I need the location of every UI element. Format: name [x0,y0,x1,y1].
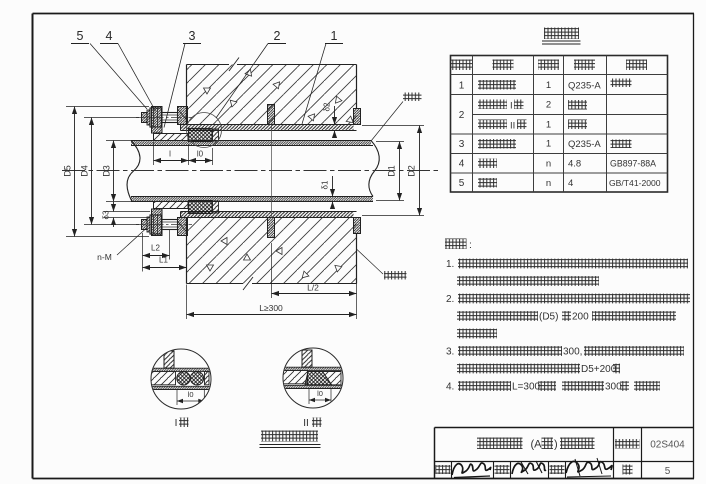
svg-text:1: 1 [546,120,551,131]
svg-text:5: 5 [77,29,84,43]
svg-text:n-M: n-M [97,252,112,262]
svg-text:): ) [554,439,558,451]
svg-text:1: 1 [546,80,551,91]
svg-text:δ1: δ1 [321,180,330,189]
svg-text:(D5): (D5) [539,312,558,323]
svg-text:4.: 4. [446,382,454,393]
svg-text:300: 300 [605,382,622,393]
svg-text:δ2: δ2 [323,102,332,111]
svg-text:Q235-A: Q235-A [568,81,601,92]
svg-text:D2: D2 [407,165,417,177]
svg-text:L≥300: L≥300 [259,303,283,313]
svg-text:l: l [169,150,171,159]
svg-text:2: 2 [546,100,551,111]
svg-text:D1: D1 [387,165,397,177]
svg-text:Q235-A: Q235-A [568,139,601,150]
svg-text:D4: D4 [80,165,90,177]
svg-text:02S404: 02S404 [650,440,685,451]
svg-text:300,: 300, [563,347,582,358]
svg-text:5: 5 [665,466,671,477]
svg-text:l0: l0 [317,389,323,398]
svg-text:1: 1 [331,29,338,43]
svg-text::: : [469,239,472,251]
svg-text:L/2: L/2 [307,283,319,293]
svg-text:GB897-88A: GB897-88A [610,159,656,169]
svg-text:200: 200 [572,312,589,323]
svg-text:l0: l0 [188,390,194,399]
svg-text:D5: D5 [63,165,73,177]
svg-text:L1: L1 [159,256,168,265]
svg-text:3.: 3. [446,347,454,358]
svg-text:L=300: L=300 [512,382,541,393]
svg-text:4: 4 [459,159,465,170]
svg-text:2: 2 [274,29,281,43]
svg-text:I: I [510,101,513,112]
svg-text:II: II [303,418,309,429]
svg-text:n: n [546,178,551,189]
svg-text:δ3: δ3 [102,210,111,219]
svg-text:I: I [175,418,178,429]
svg-text:2: 2 [459,110,465,121]
svg-text:3: 3 [189,29,196,43]
svg-text:n: n [546,159,551,170]
svg-text:4.8: 4.8 [568,159,581,170]
svg-text:1.: 1. [446,259,454,270]
svg-text:D5+200: D5+200 [581,364,617,375]
svg-text:l0: l0 [197,150,204,159]
svg-text:4: 4 [106,29,113,43]
svg-text:L2: L2 [151,244,160,253]
svg-text:D3: D3 [102,165,112,177]
svg-text:1: 1 [546,139,551,150]
svg-text:GB/T41-2000: GB/T41-2000 [609,178,661,188]
svg-text:1: 1 [459,81,465,92]
svg-text:3: 3 [459,139,465,150]
svg-text:2.: 2. [446,294,454,305]
svg-text:(A: (A [531,439,543,451]
svg-text:II: II [510,121,515,132]
svg-text:4: 4 [568,178,573,189]
svg-text:5: 5 [459,178,465,189]
